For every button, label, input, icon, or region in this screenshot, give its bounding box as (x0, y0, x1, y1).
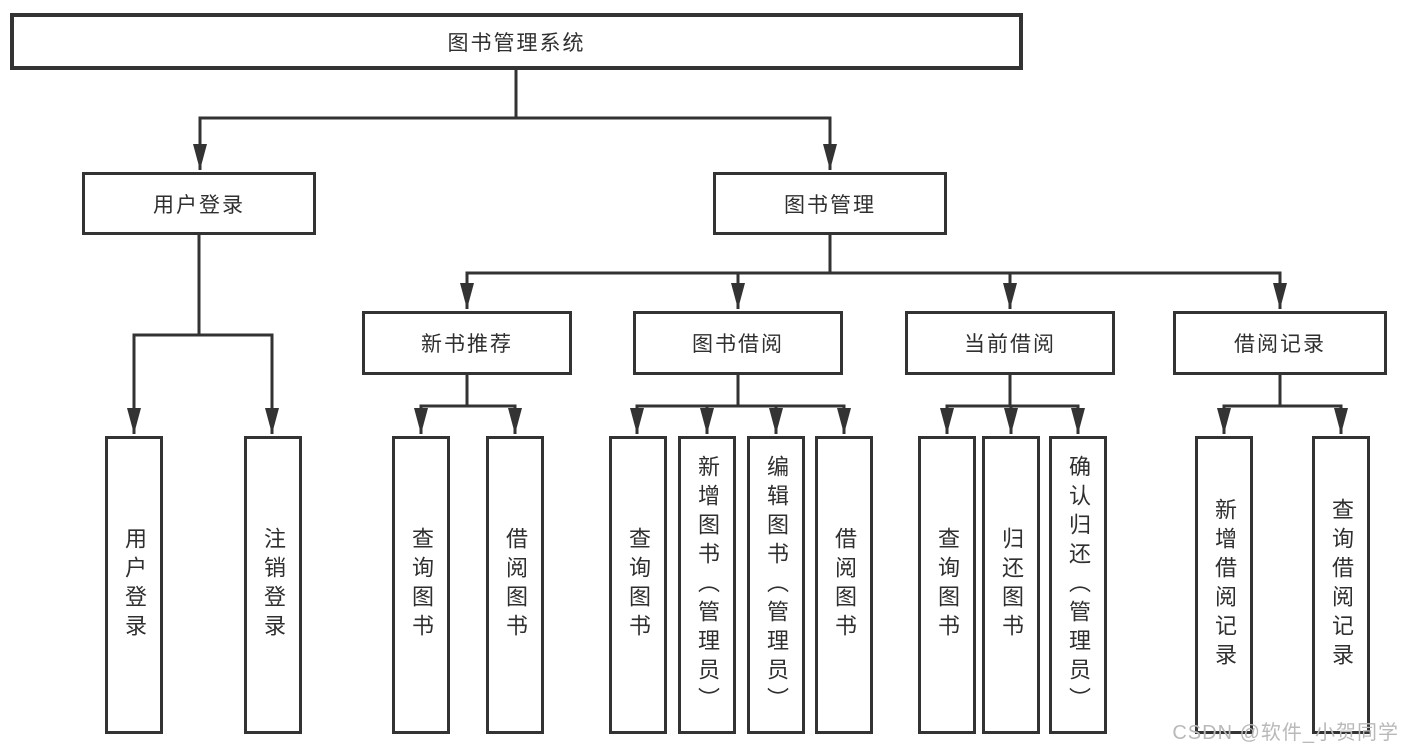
connector-newbooks-to-leaves (414, 374, 522, 434)
leaf-add-borrow-record: 新增借阅记录 (1195, 436, 1253, 734)
node-book-borrowing: 图书借阅 (633, 311, 843, 375)
node-root: 图书管理系统 (10, 13, 1023, 70)
leaf-edit-books-admin-label: 编辑图书（管理员） (764, 454, 789, 716)
leaf-query-borrow-record-label: 查询借阅记录 (1329, 498, 1354, 672)
node-user-login-label: 用户登录 (153, 193, 245, 217)
node-borrowing-records: 借阅记录 (1173, 311, 1387, 375)
leaf-query-books-1: 查询图书 (392, 436, 450, 734)
leaf-borrow-books-1: 借阅图书 (486, 436, 544, 734)
watermark: CSDN @软件_小贺同学 (1172, 722, 1399, 744)
node-book-management-label: 图书管理 (784, 193, 876, 217)
leaf-add-books-admin-label: 新增图书（管理员） (695, 454, 720, 716)
node-new-book-recommend-label: 新书推荐 (421, 333, 513, 356)
leaf-borrow-books-2-label: 借阅图书 (832, 527, 857, 643)
node-book-borrowing-label: 图书借阅 (692, 333, 784, 356)
leaf-query-books-3-label: 查询图书 (935, 527, 960, 643)
leaf-return-books: 归还图书 (982, 436, 1040, 734)
node-current-borrowing-label: 当前借阅 (964, 333, 1056, 356)
node-root-label: 图书管理系统 (447, 31, 586, 55)
leaf-query-borrow-record: 查询借阅记录 (1312, 436, 1370, 734)
node-current-borrowing: 当前借阅 (905, 311, 1115, 375)
node-book-management: 图书管理 (713, 172, 947, 235)
leaf-add-borrow-record-label: 新增借阅记录 (1212, 498, 1237, 672)
connector-current-to-leaves (940, 374, 1085, 434)
leaf-borrow-books-1-label: 借阅图书 (503, 527, 528, 643)
connector-userlogin-to-leaves (127, 234, 279, 434)
node-borrowing-records-label: 借阅记录 (1234, 333, 1326, 356)
connector-borrowing-to-leaves (630, 374, 851, 434)
leaf-confirm-return-admin-label: 确认归还（管理员） (1066, 454, 1091, 716)
node-user-login: 用户登录 (82, 172, 316, 235)
leaf-user-login-label: 用户登录 (122, 527, 147, 643)
leaf-query-books-1-label: 查询图书 (409, 527, 434, 643)
connector-root-to-level2 (193, 68, 837, 170)
leaf-borrow-books-2: 借阅图书 (815, 436, 873, 734)
leaf-edit-books-admin: 编辑图书（管理员） (747, 436, 805, 734)
node-new-book-recommend: 新书推荐 (362, 311, 572, 375)
leaf-logout: 注销登录 (244, 436, 302, 734)
leaf-add-books-admin: 新增图书（管理员） (678, 436, 736, 734)
leaf-query-books-2: 查询图书 (609, 436, 667, 734)
leaf-return-books-label: 归还图书 (999, 527, 1024, 643)
connector-records-to-leaves (1217, 374, 1348, 434)
leaf-user-login: 用户登录 (105, 436, 163, 734)
leaf-query-books-3: 查询图书 (918, 436, 976, 734)
leaf-confirm-return-admin: 确认归还（管理员） (1049, 436, 1107, 734)
leaf-query-books-2-label: 查询图书 (626, 527, 651, 643)
connector-bookmgmt-to-level3 (460, 234, 1287, 309)
leaf-logout-label: 注销登录 (261, 527, 286, 643)
